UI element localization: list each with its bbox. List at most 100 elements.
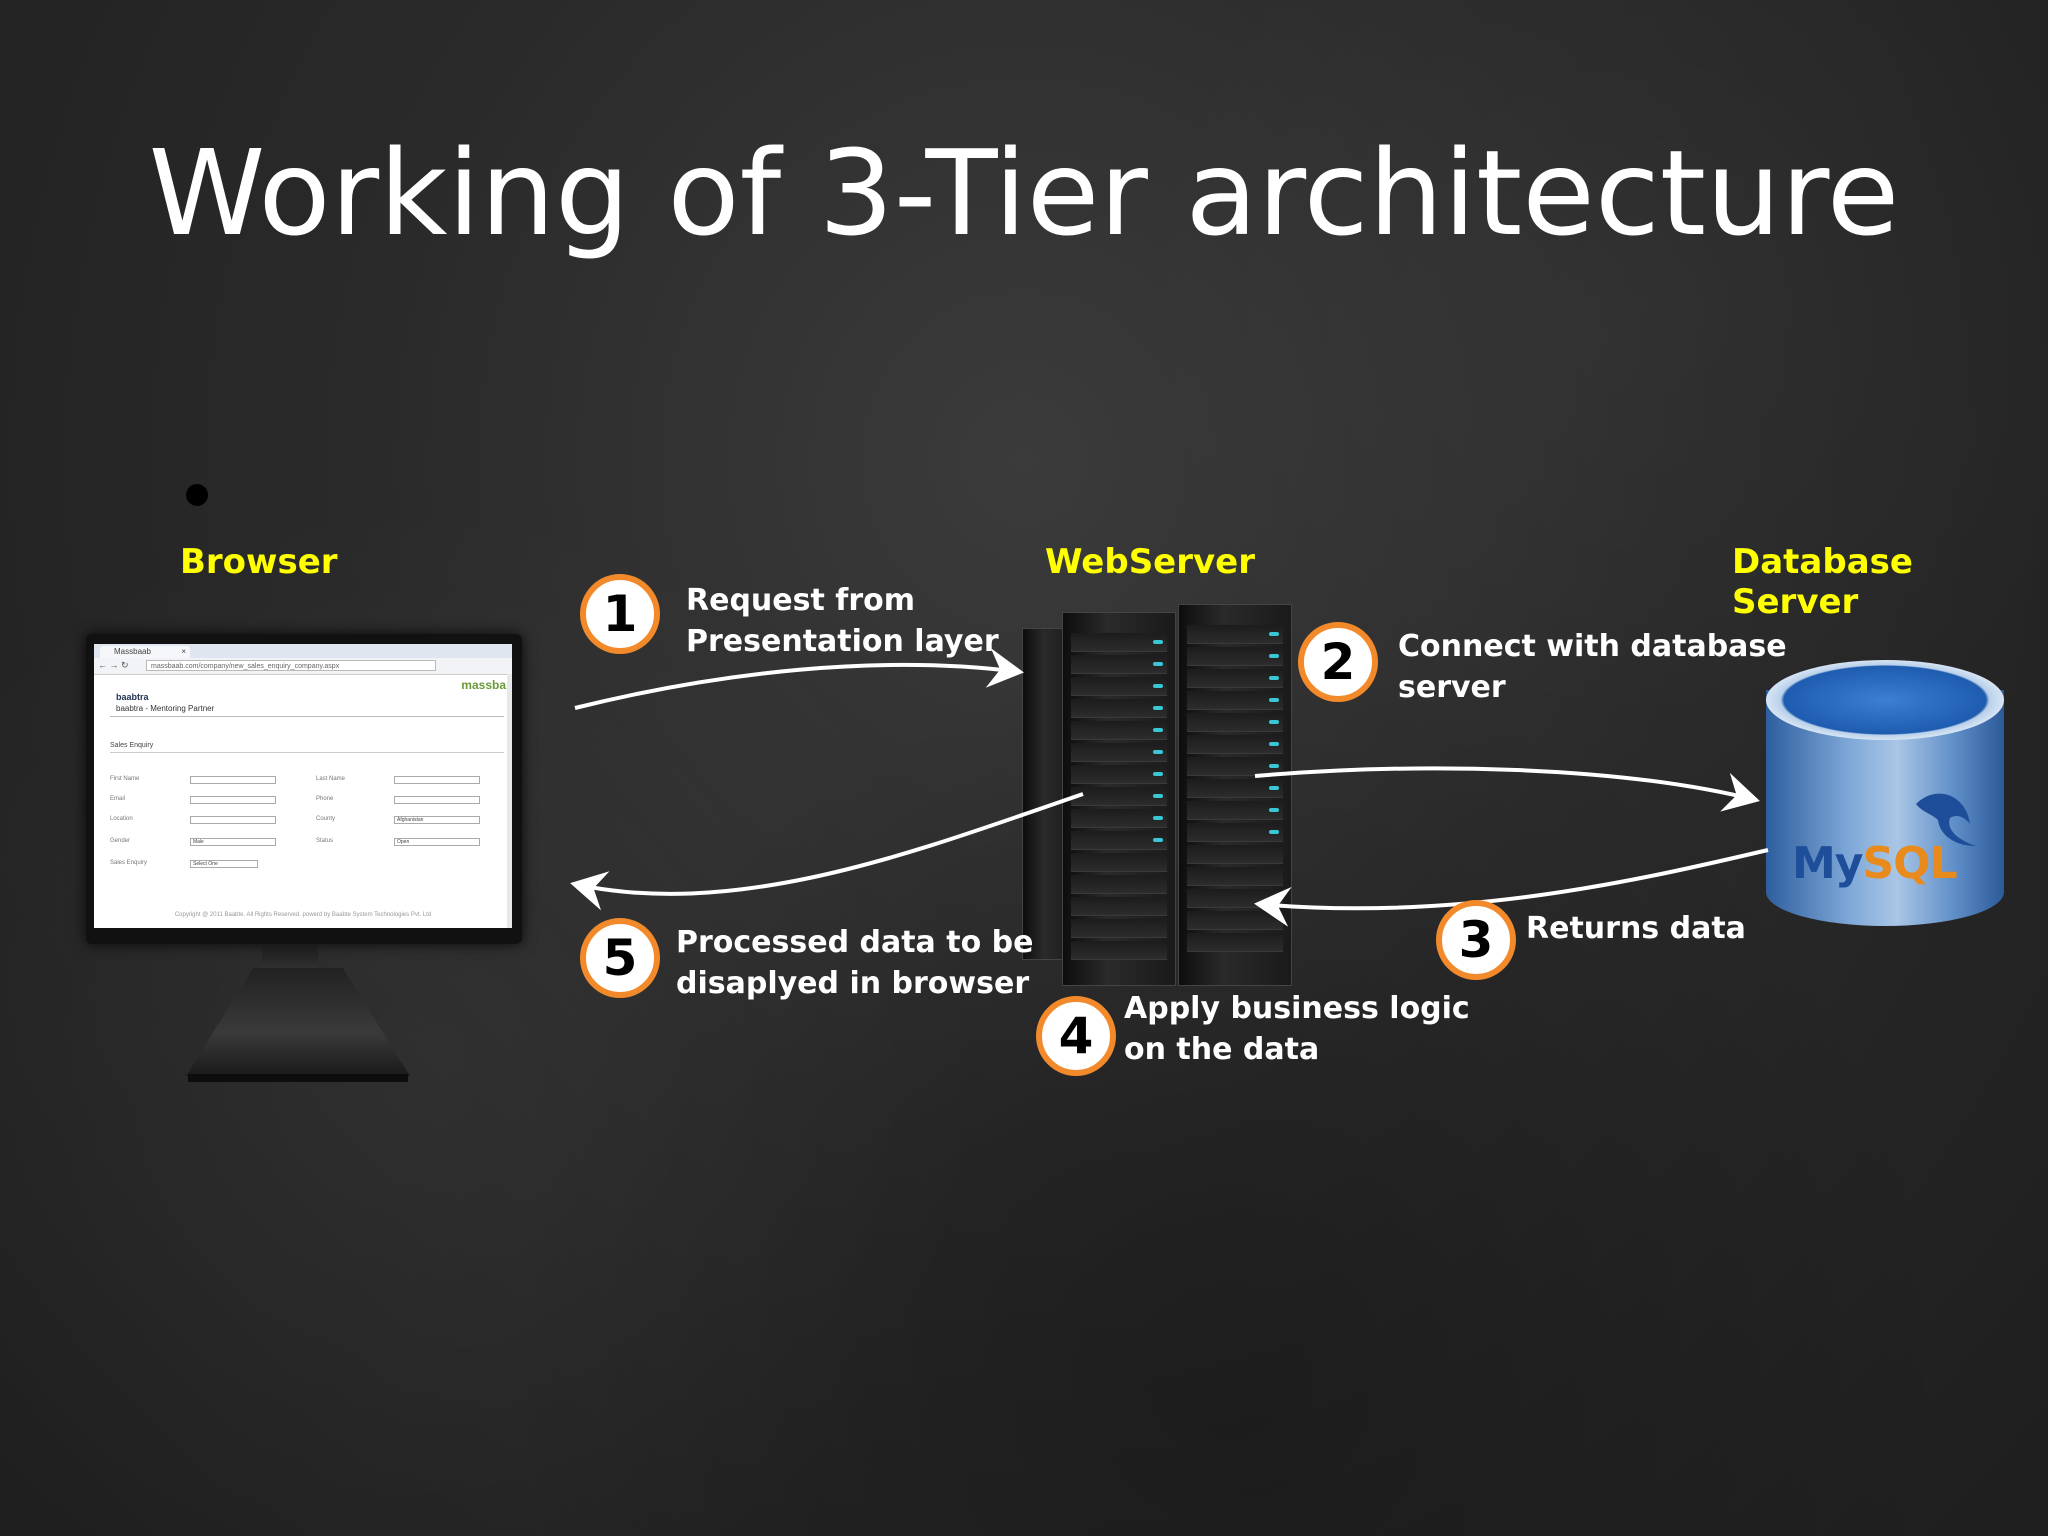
site-logo: baabtra xyxy=(116,692,149,702)
server-led xyxy=(1269,720,1279,724)
step-3-line1: Returns data xyxy=(1526,911,1746,946)
field-label-last-name: Last Name xyxy=(316,776,346,782)
server-led xyxy=(1269,808,1279,812)
server-unit xyxy=(1187,691,1283,710)
step-3-badge: 3 xyxy=(1436,900,1516,980)
server-led xyxy=(1269,676,1279,680)
step-1-badge: 1 xyxy=(580,574,660,654)
server-led xyxy=(1153,772,1163,776)
step-1-line2: Presentation layer xyxy=(686,624,999,659)
arrow-request xyxy=(574,648,1024,710)
close-icon: × xyxy=(181,647,186,656)
server-unit xyxy=(1187,625,1283,644)
server-led xyxy=(1269,654,1279,658)
step-2-badge: 2 xyxy=(1298,622,1378,702)
server-unit xyxy=(1071,809,1167,828)
field-label-country: County xyxy=(316,816,336,822)
section-title: Sales Enquiry xyxy=(110,742,154,749)
step-5-line1: Processed data to be xyxy=(676,925,1034,960)
sales-enquiry-select: Select One xyxy=(190,860,258,868)
browser-monitor: Massbaab × ← → ↻ massbaab.com/company/ne… xyxy=(86,634,522,944)
server-led xyxy=(1269,830,1279,834)
field-label-gender: Gender xyxy=(110,838,131,844)
browser-address-bar: ← → ↻ massbaab.com/company/new_sales_enq… xyxy=(94,658,512,675)
arrow-returns-data xyxy=(1254,848,1769,927)
mysql-logo: MySQL xyxy=(1792,838,1958,889)
server-led xyxy=(1153,684,1163,688)
tier-label-database: Database Server xyxy=(1732,542,1913,622)
arrow-processed-data xyxy=(570,792,1084,911)
server-led xyxy=(1153,816,1163,820)
step-2-text: Connect with database server xyxy=(1398,626,1787,708)
server-led xyxy=(1269,698,1279,702)
server-unit xyxy=(1187,757,1283,776)
server-unit xyxy=(1071,853,1167,872)
tier-label-webserver: WebServer xyxy=(1045,542,1255,582)
nav-arrows-icon: ← → ↻ xyxy=(98,660,129,670)
server-unit xyxy=(1071,677,1167,696)
server-unit xyxy=(1187,823,1283,842)
step-5-badge: 5 xyxy=(580,918,660,998)
server-unit xyxy=(1071,699,1167,718)
server-unit xyxy=(1071,787,1167,806)
site-tagline: baabtra - Mentoring Partner xyxy=(116,704,215,713)
field-label-phone: Phone xyxy=(316,796,334,802)
server-unit xyxy=(1187,845,1283,864)
server-led xyxy=(1153,838,1163,842)
server-led xyxy=(1153,728,1163,732)
dolphin-icon xyxy=(1916,793,1976,846)
database-cylinder-top xyxy=(1766,660,2004,740)
server-led xyxy=(1269,786,1279,790)
field-label-sales-enquiry: Sales Enquiry xyxy=(110,860,148,866)
bullet-point xyxy=(186,484,208,506)
step-3-text: Returns data xyxy=(1526,908,1746,949)
slide-title: Working of 3-Tier architecture xyxy=(148,124,1900,262)
server-led xyxy=(1153,794,1163,798)
browser-scrollbar xyxy=(507,674,512,928)
browser-tabbar: Massbaab × xyxy=(94,644,512,658)
server-unit xyxy=(1071,743,1167,762)
server-unit xyxy=(1187,779,1283,798)
monitor-neck xyxy=(262,944,318,972)
server-led xyxy=(1153,706,1163,710)
server-unit xyxy=(1071,765,1167,784)
email-input xyxy=(190,796,276,804)
server-unit xyxy=(1187,933,1283,952)
server-led xyxy=(1153,750,1163,754)
location-input xyxy=(190,816,276,824)
step-2-line2: server xyxy=(1398,670,1506,705)
server-unit xyxy=(1071,655,1167,674)
server-unit xyxy=(1187,735,1283,754)
server-unit xyxy=(1071,875,1167,894)
server-unit xyxy=(1071,721,1167,740)
browser-url: massbaab.com/company/new_sales_enquiry_c… xyxy=(146,660,436,671)
step-5-text: Processed data to be disaplyed in browse… xyxy=(676,922,1033,1004)
step-4-text: Apply business logic on the data xyxy=(1124,988,1470,1070)
step-1-text: Request from Presentation layer xyxy=(686,580,999,662)
step-4-badge: 4 xyxy=(1036,996,1116,1076)
server-unit xyxy=(1187,647,1283,666)
step-1-line1: Request from xyxy=(686,583,915,618)
browser-copyright: Copyright @ 2011 Baabte. All Rights Rese… xyxy=(174,912,432,918)
server-led xyxy=(1269,742,1279,746)
server-rack-left xyxy=(1062,612,1176,986)
country-select: Afghanistan xyxy=(394,816,480,824)
mysql-logo-sql: SQL xyxy=(1862,838,1957,889)
divider xyxy=(110,752,504,753)
divider xyxy=(110,716,504,717)
server-unit xyxy=(1071,831,1167,850)
tier-label-browser: Browser xyxy=(180,542,338,582)
phone-input xyxy=(394,796,480,804)
monitor-foot xyxy=(188,1074,408,1082)
arrow-connect-db xyxy=(1254,766,1760,812)
last-name-input xyxy=(394,776,480,784)
server-unit xyxy=(1071,633,1167,652)
server-unit xyxy=(1071,941,1167,960)
step-4-line1: Apply business logic xyxy=(1124,991,1470,1026)
field-label-email: Email xyxy=(110,796,126,802)
brand-logo: massba xyxy=(461,678,506,692)
field-label-status: Status xyxy=(316,838,334,844)
step-4-line2: on the data xyxy=(1124,1032,1320,1067)
server-unit xyxy=(1187,801,1283,820)
